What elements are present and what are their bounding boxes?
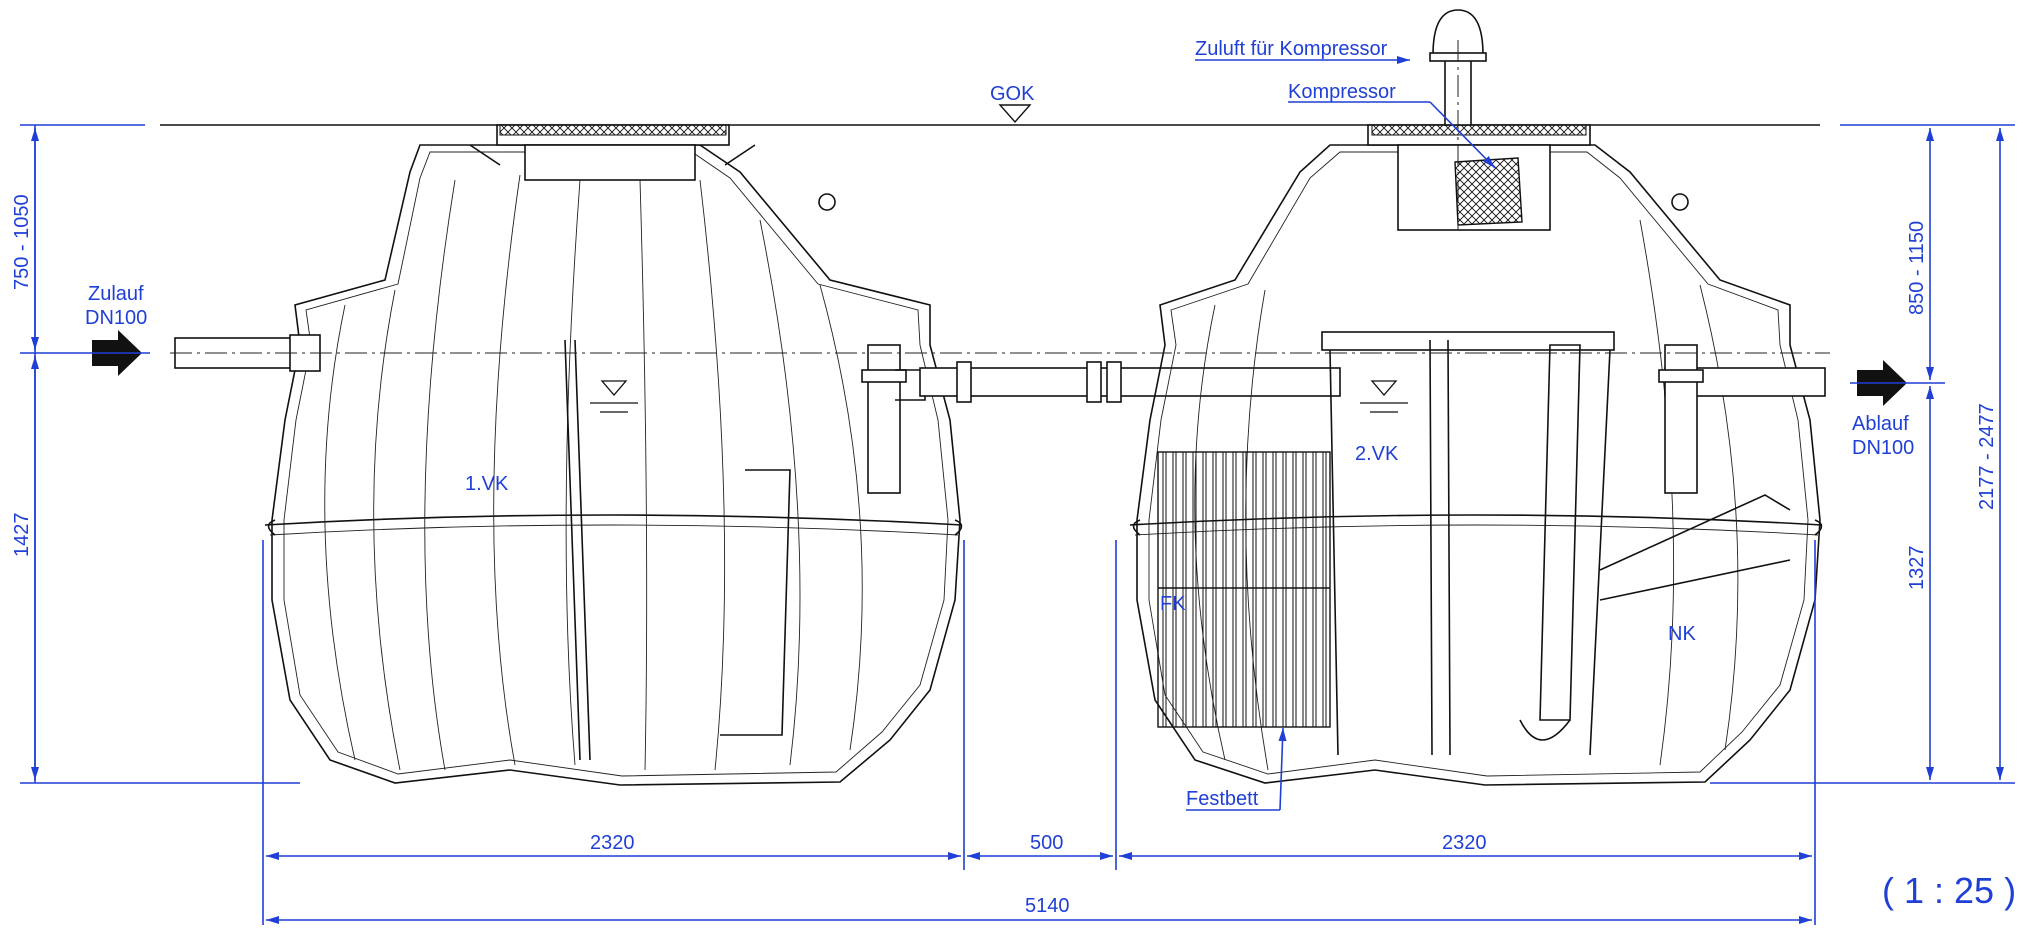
dim-bottom-right: 1327 xyxy=(1906,546,1928,591)
label-festbett: Festbett xyxy=(1186,788,1259,810)
connecting-pipe xyxy=(919,361,1341,403)
dimension-lines xyxy=(20,56,2015,925)
dim-gap: 500 xyxy=(1030,832,1063,854)
label-zulauf-dn: DN100 xyxy=(85,307,147,329)
label-vk1: 1.VK xyxy=(465,473,509,495)
label-zulauf: Zulauf xyxy=(88,283,144,305)
label-vk2: 2.VK xyxy=(1355,443,1399,465)
ground-level xyxy=(20,104,2015,126)
tank-left xyxy=(174,124,963,786)
tank-right xyxy=(1129,9,1826,786)
label-gok: GOK xyxy=(990,83,1035,105)
label-ablauf-dn: DN100 xyxy=(1852,437,1914,459)
label-fk: FK xyxy=(1160,593,1186,615)
dim-width-right: 2320 xyxy=(1442,832,1487,854)
label-ablauf: Ablauf xyxy=(1852,413,1909,435)
dim-top-left: 750 - 1050 xyxy=(11,194,33,290)
dim-width-left: 2320 xyxy=(590,832,635,854)
dim-top-right: 850 - 1150 xyxy=(1906,221,1928,315)
dim-total-right: 2177 - 2477 xyxy=(1976,403,1998,510)
label-kompressor: Kompressor xyxy=(1288,81,1396,103)
dim-total-width: 5140 xyxy=(1025,895,1070,917)
label-nk: NK xyxy=(1668,623,1696,645)
scale-label: ( 1 : 25 ) xyxy=(1882,870,2016,911)
dim-bottom-left: 1427 xyxy=(11,513,33,558)
label-zuluft: Zuluft für Kompressor xyxy=(1195,38,1388,60)
ground-level-marker xyxy=(998,104,1032,124)
